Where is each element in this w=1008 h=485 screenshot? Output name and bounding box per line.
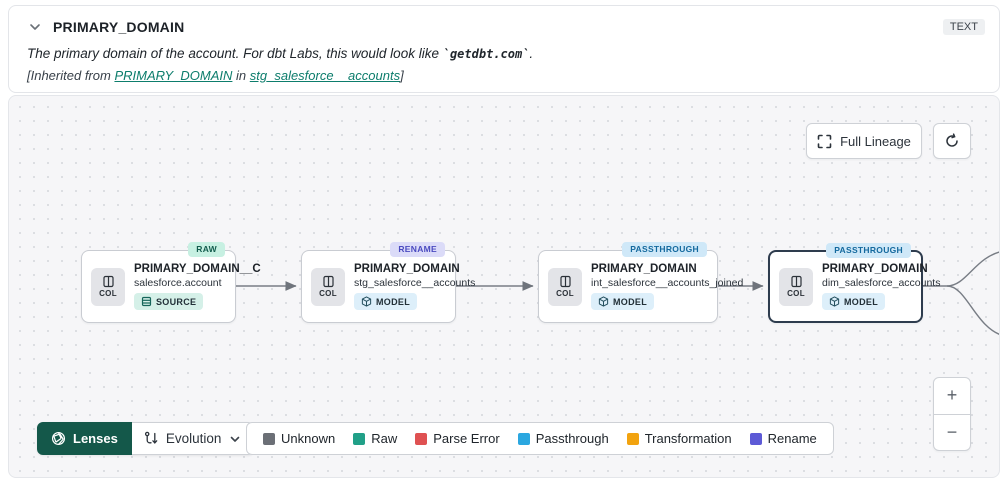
lenses-bar: Lenses Evolution [37, 422, 255, 455]
node-resource-name: dim_salesforce_accounts [822, 277, 941, 289]
zoom-in-button[interactable]: + [934, 378, 970, 415]
resource-kind-badge: MODEL [822, 293, 885, 310]
legend-item: Rename [749, 431, 817, 446]
zoom-out-button[interactable]: − [946, 421, 958, 442]
lenses-button[interactable]: Lenses [37, 422, 132, 455]
node-column-name: PRIMARY_DOMAIN__C [134, 263, 261, 275]
chevron-down-icon [231, 436, 240, 442]
resource-kind-badge: MODEL [354, 293, 417, 310]
columns-icon [559, 275, 571, 288]
chevron-down-icon[interactable] [27, 19, 43, 35]
column-chip: COL [548, 267, 582, 306]
evolution-status-badge: RENAME [390, 242, 445, 257]
inherited-model-link[interactable]: stg_salesforce__accounts [249, 68, 401, 83]
column-details-panel: PRIMARY_DOMAIN TEXT The primary domain o… [8, 5, 1000, 93]
columns-icon [322, 275, 334, 288]
model-cube-icon [598, 296, 609, 307]
evolution-status-badge: PASSTHROUGH [826, 243, 911, 258]
lineage-node-intermediate[interactable]: PASSTHROUGH COL PRIMARY_DOMAIN int_sales… [538, 242, 744, 323]
column-chip: COL [311, 267, 345, 306]
node-resource-name: int_salesforce__accounts_joined [591, 277, 744, 289]
legend-swatch [626, 432, 639, 445]
evolution-legend: Unknown Raw Parse Error Passthrough Tran… [246, 422, 834, 455]
refresh-button[interactable] [933, 123, 971, 159]
inherited-column-link[interactable]: PRIMARY_DOMAIN [114, 68, 233, 83]
lineage-node-staging[interactable]: RENAME COL PRIMARY_DOMAIN stg_salesforce… [301, 242, 476, 323]
node-resource-name: salesforce.account [134, 277, 222, 289]
legend-swatch [517, 432, 530, 445]
node-column-name: PRIMARY_DOMAIN [591, 263, 697, 275]
inline-code: `getdbt.com` [442, 47, 530, 61]
legend-item: Raw [353, 431, 397, 446]
legend-swatch [415, 432, 428, 445]
column-description: The primary domain of the account. For d… [27, 46, 534, 61]
expand-icon [817, 134, 832, 148]
column-type-badge: TEXT [942, 19, 985, 35]
column-chip: COL [91, 267, 125, 306]
evolution-route-icon [144, 431, 158, 444]
node-column-name: PRIMARY_DOMAIN [354, 263, 460, 275]
column-chip: COL [779, 267, 813, 306]
full-lineage-button[interactable]: Full Lineage [806, 123, 922, 159]
legend-swatch [749, 432, 762, 445]
column-name-title: PRIMARY_DOMAIN [53, 19, 185, 35]
resource-kind-badge: SOURCE [134, 293, 204, 310]
legend-swatch [263, 432, 275, 445]
resource-kind-badge: MODEL [591, 293, 654, 310]
lineage-node-source[interactable]: RAW COL PRIMARY_DOMAIN__C salesforce.acc… [81, 242, 261, 323]
model-cube-icon [361, 296, 372, 307]
legend-swatch [353, 432, 366, 445]
refresh-icon [946, 133, 958, 147]
node-resource-name: stg_salesforce__accounts [354, 277, 476, 289]
evolution-status-badge: PASSTHROUGH [622, 242, 707, 257]
node-column-name: PRIMARY_DOMAIN [822, 263, 928, 275]
columns-icon [102, 275, 114, 288]
source-icon [141, 296, 152, 307]
inherited-from-note: [Inherited from PRIMARY_DOMAIN in stg_sa… [27, 68, 404, 83]
legend-item: Unknown [263, 431, 335, 446]
lens-select-dropdown[interactable]: Evolution [131, 422, 255, 455]
legend-item: Passthrough [517, 431, 609, 446]
evolution-status-badge: RAW [188, 242, 225, 257]
lineage-canvas[interactable]: RAW COL PRIMARY_DOMAIN__C salesforce.acc… [8, 95, 1000, 478]
lineage-node-dim-selected[interactable]: PASSTHROUGH COL PRIMARY_DOMAIN dim_sales… [768, 243, 941, 323]
legend-item: Transformation [626, 431, 732, 446]
lens-aperture-icon [51, 431, 66, 446]
columns-icon [790, 275, 802, 288]
zoom-controls: + − [933, 377, 971, 451]
legend-item: Parse Error [415, 431, 500, 446]
model-cube-icon [829, 296, 840, 307]
